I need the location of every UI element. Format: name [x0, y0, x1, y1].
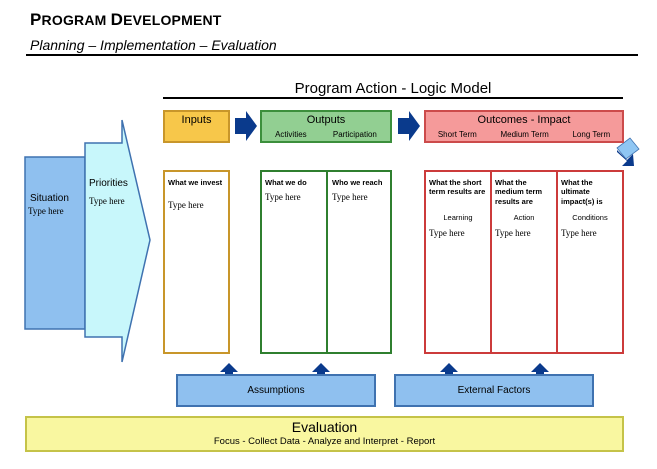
arrow-inputs-to-outputs [235, 111, 257, 141]
outcomes-col3-input[interactable]: Type here [561, 228, 597, 238]
outcomes-divider-2 [556, 172, 558, 352]
logic-model-title: Program Action - Logic Model [294, 80, 492, 97]
inputs-cell-head: What we invest [168, 178, 223, 187]
outcomes-divider-1 [490, 172, 492, 352]
outputs-col1-input[interactable]: Type here [265, 192, 301, 202]
outcomes-header-label: Outcomes - Impact [477, 114, 571, 126]
outputs-sub-participation: Participation [332, 130, 377, 139]
priorities-input[interactable]: Type here [89, 196, 125, 206]
inputs-header-label: Inputs [181, 114, 212, 126]
situation-input[interactable]: Type here [28, 206, 64, 216]
assumptions-arrow-left [220, 363, 238, 378]
situation-label: Situation [30, 193, 69, 204]
external-factors-box: External Factors [394, 374, 594, 407]
situation-box [24, 156, 86, 330]
inputs-column: What we invest Type here [163, 170, 230, 354]
assumptions-arrow-right [312, 363, 330, 378]
outcomes-col2-head: What the medium term results are [495, 178, 543, 206]
evaluation-subtitle: Focus - Collect Data - Analyze and Inter… [213, 436, 436, 447]
outcomes-sub-long: Long Term [572, 130, 611, 139]
title-divider [26, 54, 638, 56]
logic-model-divider [163, 97, 623, 99]
assumptions-label: Assumptions [247, 385, 305, 396]
feedback-arrow-body [617, 150, 634, 166]
evaluation-title: Evaluation [291, 419, 358, 435]
assumptions-box: Assumptions [176, 374, 376, 407]
outcomes-header: Outcomes - Impact Short Term Medium Term… [424, 110, 624, 143]
outcomes-column: What the short term results are Learning… [424, 170, 624, 354]
feedback-arrow-head [616, 137, 640, 160]
outcomes-col1-head: What the short term results are [429, 178, 486, 197]
outcomes-col2-sub: Action [513, 213, 535, 222]
page-title: PROGRAM DEVELOPMENT [30, 10, 222, 29]
outcomes-col3-head: What the ultimate impact(s) is [561, 178, 603, 206]
evaluation-box: Evaluation Focus - Collect Data - Analyz… [25, 416, 624, 452]
outputs-col2-head: Who we reach [332, 178, 383, 187]
outcomes-col2-input[interactable]: Type here [495, 228, 531, 238]
outputs-col1-head: What we do [265, 178, 307, 187]
outcomes-sub-short: Short Term [437, 130, 477, 139]
outputs-col2-input[interactable]: Type here [332, 192, 368, 202]
outputs-divider [326, 172, 328, 352]
outputs-sub-activities: Activities [275, 130, 307, 139]
priorities-label: Priorities [89, 178, 128, 189]
outputs-header-label: Outputs [306, 114, 346, 126]
outcomes-sub-medium: Medium Term [500, 130, 549, 139]
inputs-header: Inputs [163, 110, 230, 143]
arrow-outputs-to-outcomes [398, 111, 420, 141]
external-arrow-left [440, 363, 458, 378]
priorities-arrow-shape [84, 119, 151, 363]
outcomes-col3-sub: Conditions [572, 213, 608, 222]
outputs-column: What we do Type here Who we reach Type h… [260, 170, 392, 354]
outcomes-col1-input[interactable]: Type here [429, 228, 465, 238]
external-factors-label: External Factors [457, 385, 531, 396]
outputs-header: Outputs Activities Participation [260, 110, 392, 143]
page-subtitle: Planning – Implementation – Evaluation [30, 37, 277, 53]
outcomes-col1-sub: Learning [443, 213, 473, 222]
external-arrow-right [531, 363, 549, 378]
inputs-input[interactable]: Type here [168, 200, 204, 210]
